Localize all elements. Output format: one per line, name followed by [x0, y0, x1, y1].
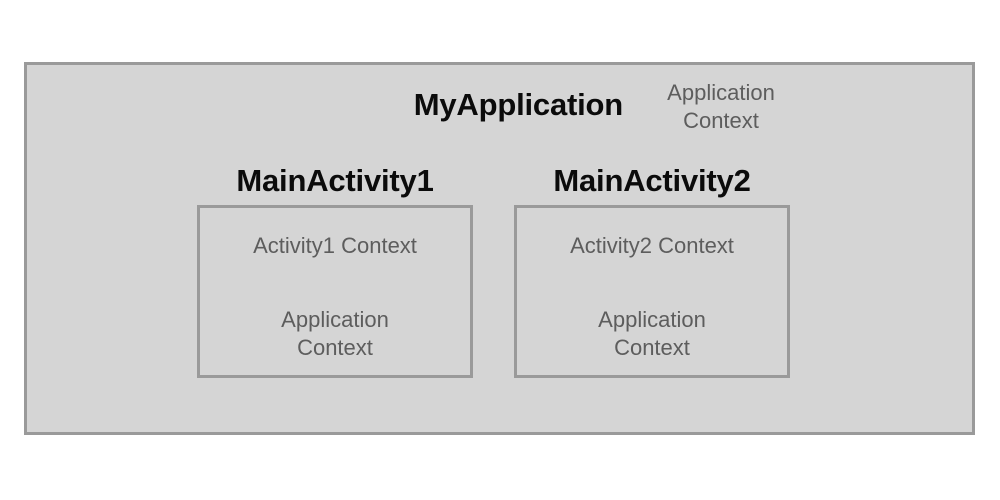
activity-1-box: Activity1 Context Application Context	[197, 205, 473, 378]
activity-2-context-label: Activity2 Context	[570, 233, 734, 258]
activity-group-2: MainActivity2 Activity2 Context Applicat…	[514, 161, 790, 378]
activity-2-application-context-line2: Context	[614, 335, 690, 360]
activity-1-application-context-label: Application Context	[200, 306, 470, 362]
activity-2-box: Activity2 Context Application Context	[514, 205, 790, 378]
activities-row: MainActivity1 Activity1 Context Applicat…	[27, 161, 972, 421]
activity-1-application-context-line2: Context	[297, 335, 373, 360]
application-context-label-line1: Application	[667, 80, 775, 105]
activity-group-1: MainActivity1 Activity1 Context Applicat…	[197, 161, 473, 378]
activity-2-title: MainActivity2	[553, 163, 751, 198]
activity-1-title: MainActivity1	[236, 163, 434, 198]
application-context-label-line2: Context	[683, 108, 759, 133]
application-container: MyApplication Application Context MainAc…	[24, 62, 975, 435]
activity-2-application-context-line1: Application	[598, 307, 706, 332]
activity-1-context-label: Activity1 Context	[253, 233, 417, 258]
application-title: MyApplication	[413, 87, 623, 122]
activity-2-application-context-label: Application Context	[517, 306, 787, 362]
application-header: MyApplication Application Context	[27, 79, 972, 141]
application-context-label: Application Context	[631, 79, 811, 135]
activity-1-application-context-line1: Application	[281, 307, 389, 332]
